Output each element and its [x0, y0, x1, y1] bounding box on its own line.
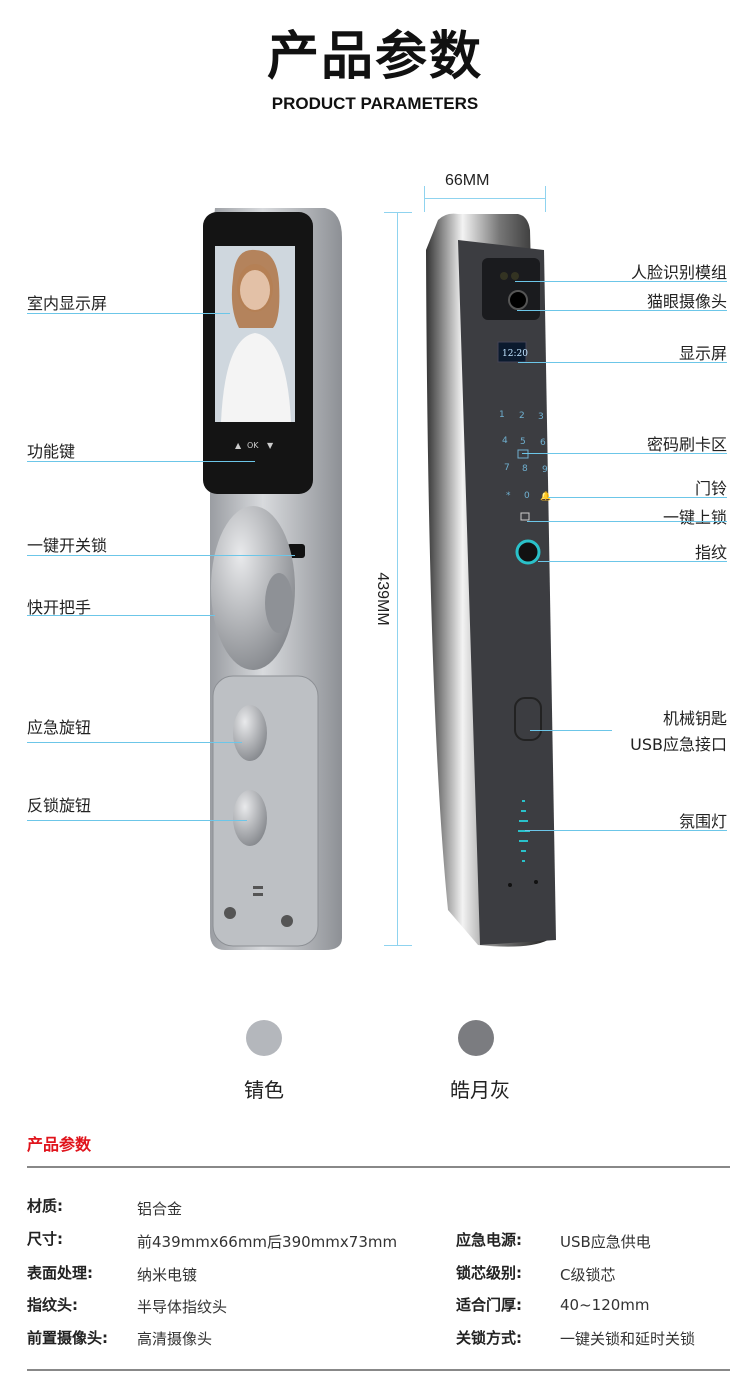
svg-text:6: 6	[540, 438, 546, 448]
divider	[27, 1369, 730, 1371]
svg-text:0: 0	[524, 491, 530, 501]
svg-text:1: 1	[499, 410, 505, 420]
spec-value: 40~120mm	[560, 1296, 650, 1314]
svg-text:3: 3	[538, 412, 544, 422]
callout-line	[27, 820, 247, 821]
svg-text:4: 4	[502, 436, 508, 446]
callout-line	[27, 313, 230, 314]
spec-label: 指纹头:	[27, 1296, 78, 1314]
callout-mechanical-key: 机械钥匙	[662, 709, 727, 728]
color-swatch-rust[interactable]	[246, 1020, 282, 1056]
color-label-moon-grey: 皓月灰	[450, 1078, 510, 1102]
page-title: 产品参数	[266, 27, 483, 87]
specs-heading: 产品参数	[27, 1135, 92, 1154]
spec-label: 尺寸:	[27, 1230, 63, 1248]
callout-line	[527, 521, 727, 522]
indoor-lock-image: ▲ OK ▼	[195, 208, 350, 958]
spec-value: 半导体指纹头	[137, 1298, 228, 1316]
callout-line	[525, 830, 727, 831]
callout-face-module: 人脸识别模组	[630, 263, 727, 282]
page-subtitle: PRODUCT PARAMETERS	[271, 94, 479, 113]
spec-value: 高清摄像头	[137, 1330, 213, 1348]
spec-value: USB应急供电	[560, 1233, 651, 1251]
callout-doorbell: 门铃	[694, 479, 727, 498]
callout-fingerprint: 指纹	[694, 543, 727, 562]
outdoor-lock-image: 12:20 1 2 3 4 5 6 7 8 9 * 0 🔔	[418, 210, 563, 950]
callout-line	[27, 461, 255, 462]
spec-value: C级锁芯	[560, 1266, 616, 1284]
svg-text:2: 2	[519, 411, 525, 421]
dimension-tick	[424, 186, 425, 212]
spec-value: 前439mmx66mm后390mmx73mm	[137, 1233, 398, 1251]
callout-indoor-screen: 室内显示屏	[27, 294, 108, 313]
callout-line	[27, 555, 295, 556]
callout-handle: 快开把手	[27, 598, 92, 617]
spec-label: 材质:	[27, 1197, 63, 1215]
dimension-tick	[384, 212, 412, 213]
svg-text:▲: ▲	[235, 441, 242, 450]
callout-line	[515, 281, 727, 282]
spec-label: 前置摄像头:	[27, 1329, 108, 1347]
callout-one-touch-lock: 一键开关锁	[27, 536, 108, 555]
callout-display: 显示屏	[678, 344, 727, 363]
callout-emergency-knob: 应急旋钮	[27, 718, 92, 737]
callout-peephole-camera: 猫眼摄像头	[646, 292, 727, 311]
svg-text:▼: ▼	[267, 441, 274, 450]
svg-text:7: 7	[504, 463, 510, 473]
callout-line	[538, 561, 727, 562]
callout-line	[548, 497, 727, 498]
divider	[27, 1166, 730, 1168]
dimension-tick	[384, 945, 412, 946]
callout-line	[27, 615, 215, 616]
callout-deadlock-knob: 反锁旋钮	[27, 796, 92, 815]
spec-value: 铝合金	[137, 1200, 183, 1218]
spec-label: 表面处理:	[27, 1264, 93, 1282]
svg-text:8: 8	[522, 464, 528, 474]
spec-value: 一键关锁和延时关锁	[560, 1330, 696, 1348]
outdoor-screen-time: 12:20	[502, 349, 528, 359]
callout-keypad-card: 密码刷卡区	[646, 435, 727, 454]
callout-line	[530, 730, 612, 731]
svg-text:9: 9	[542, 465, 548, 475]
callout-function-keys: 功能键	[27, 442, 76, 461]
width-dimension-line	[424, 198, 545, 199]
color-swatch-moon-grey[interactable]	[458, 1020, 494, 1056]
height-dimension-label: 439MM	[373, 569, 391, 629]
spec-label: 关锁方式:	[456, 1329, 522, 1347]
spec-label: 适合门厚:	[456, 1296, 522, 1314]
callout-line	[518, 362, 727, 363]
callout-line	[522, 453, 727, 454]
width-dimension-label: 66MM	[445, 172, 490, 189]
color-label-rust: 锖色	[244, 1078, 284, 1102]
callout-line	[517, 310, 727, 311]
spec-label: 锁芯级别:	[456, 1264, 522, 1282]
callout-ambient-light: 氛围灯	[678, 812, 727, 831]
svg-text:*: *	[506, 491, 511, 501]
dimension-tick	[545, 186, 546, 212]
callout-one-touch-lock-outdoor: 一键上锁	[662, 508, 727, 527]
spec-label: 应急电源:	[456, 1231, 522, 1249]
svg-text:🔔: 🔔	[540, 491, 551, 502]
svg-text:5: 5	[520, 437, 526, 447]
callout-usb-port: USB应急接口	[630, 735, 727, 754]
svg-text:OK: OK	[247, 441, 259, 450]
spec-value: 纳米电镀	[137, 1266, 198, 1284]
height-dimension-line	[397, 212, 398, 945]
callout-line	[27, 742, 242, 743]
